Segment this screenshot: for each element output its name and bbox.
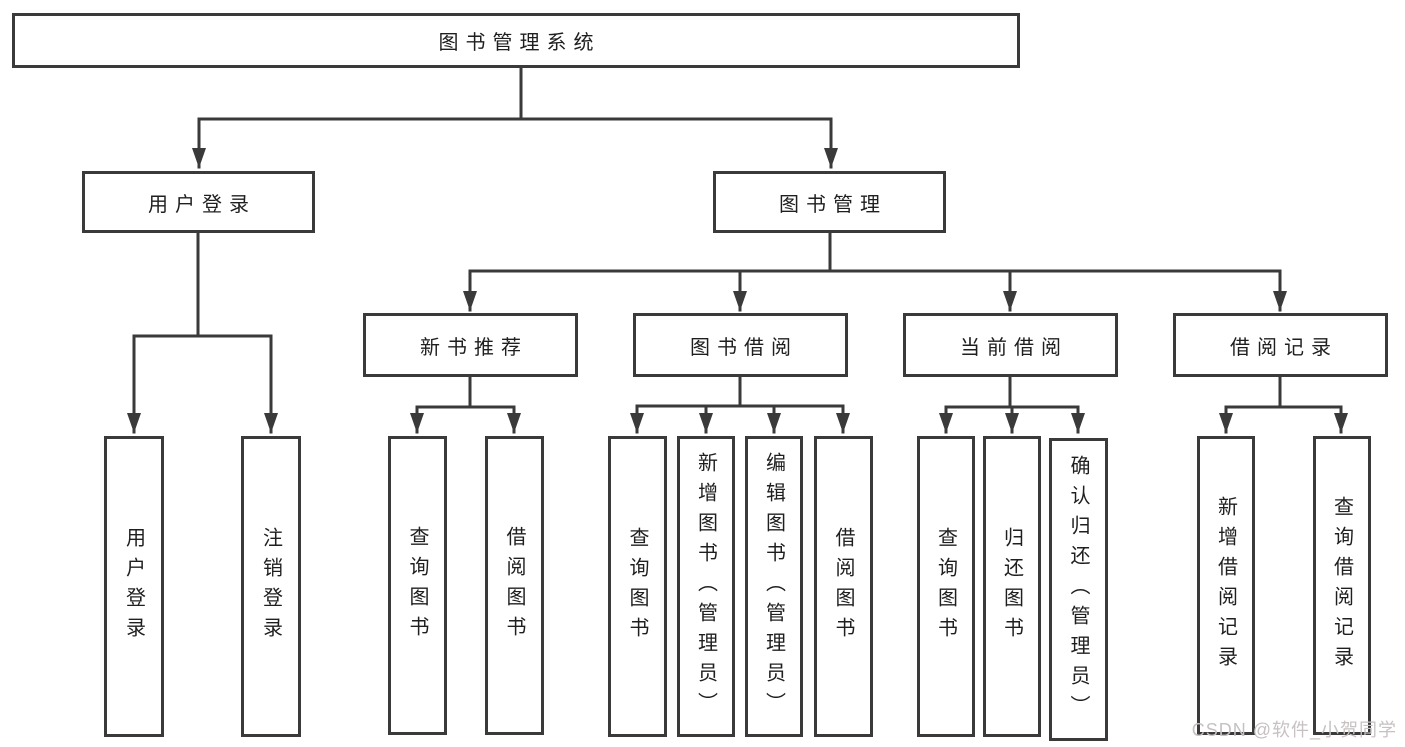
- connector-new-books-to-leaves: [410, 375, 521, 434]
- node-root-label: 图书管理系统: [438, 32, 601, 54]
- node-group-borrow-records-label: 借阅记录: [1230, 336, 1338, 359]
- node-leaf-query-borrow-record: 查询借阅记录: [1313, 436, 1371, 735]
- connector-borrow-records-to-leaves: [1219, 375, 1348, 434]
- node-leaf-query-books-2: 查询图书: [608, 436, 667, 737]
- node-branch-user-login-label: 用户登录: [148, 193, 256, 216]
- node-group-borrow-records: 借阅记录: [1173, 313, 1388, 377]
- node-leaf-user-login: 用户登录: [104, 436, 164, 737]
- node-leaf-add-borrow-record-label: 新增借阅记录: [1214, 495, 1237, 676]
- node-leaf-query-books-3: 查询图书: [917, 436, 975, 737]
- node-leaf-edit-books-admin-label: 编辑图书（管理员）: [762, 451, 785, 722]
- connector-user-login-to-leaves: [127, 231, 278, 434]
- node-leaf-edit-books-admin: 编辑图书（管理员）: [745, 436, 803, 737]
- node-leaf-query-books-1-label: 查询图书: [406, 525, 428, 646]
- node-leaf-logout-label: 注销登录: [259, 526, 282, 647]
- connector-root-to-level1: [192, 66, 838, 169]
- node-branch-book-mgmt: 图书管理: [713, 171, 946, 233]
- node-group-book-borrow: 图书借阅: [633, 313, 848, 377]
- node-leaf-borrow-books-2: 借阅图书: [814, 436, 873, 737]
- node-group-book-borrow-label: 图书借阅: [690, 336, 798, 359]
- node-leaf-borrow-books-1: 借阅图书: [485, 436, 544, 735]
- csdn-watermark: CSDN @软件_小贺同学: [1191, 720, 1397, 740]
- connector-book-borrow-to-leaves: [630, 375, 850, 434]
- node-leaf-return-books-label: 归还图书: [1000, 526, 1023, 647]
- node-leaf-query-books-1: 查询图书: [388, 436, 447, 735]
- node-group-new-books: 新书推荐: [363, 313, 578, 377]
- node-group-current-borrow: 当前借阅: [903, 313, 1118, 377]
- node-leaf-return-books: 归还图书: [983, 436, 1041, 737]
- node-leaf-borrow-books-2-label: 借阅图书: [832, 526, 854, 647]
- node-leaf-logout: 注销登录: [241, 436, 301, 737]
- node-leaf-borrow-books-1-label: 借阅图书: [503, 525, 525, 646]
- node-leaf-query-books-2-label: 查询图书: [626, 526, 648, 647]
- connector-current-borrow-to-leaves: [939, 375, 1085, 434]
- node-branch-book-mgmt-label: 图书管理: [779, 193, 887, 216]
- connector-book-mgmt-to-groups: [463, 231, 1287, 312]
- node-leaf-confirm-return-admin: 确认归还（管理员）: [1049, 438, 1108, 741]
- node-leaf-add-books-admin-label: 新增图书（管理员）: [694, 451, 717, 722]
- node-leaf-confirm-return-admin-label: 确认归还（管理员）: [1067, 454, 1089, 725]
- node-root-system: 图书管理系统: [12, 13, 1020, 68]
- node-group-new-books-label: 新书推荐: [420, 336, 528, 359]
- node-leaf-query-books-3-label: 查询图书: [934, 526, 957, 647]
- node-leaf-add-borrow-record: 新增借阅记录: [1197, 436, 1255, 735]
- node-branch-user-login: 用户登录: [82, 171, 315, 233]
- node-leaf-query-borrow-record-label: 查询借阅记录: [1330, 495, 1353, 676]
- node-leaf-user-login-label: 用户登录: [122, 526, 145, 647]
- node-leaf-add-books-admin: 新增图书（管理员）: [677, 436, 735, 737]
- node-group-current-borrow-label: 当前借阅: [960, 336, 1068, 359]
